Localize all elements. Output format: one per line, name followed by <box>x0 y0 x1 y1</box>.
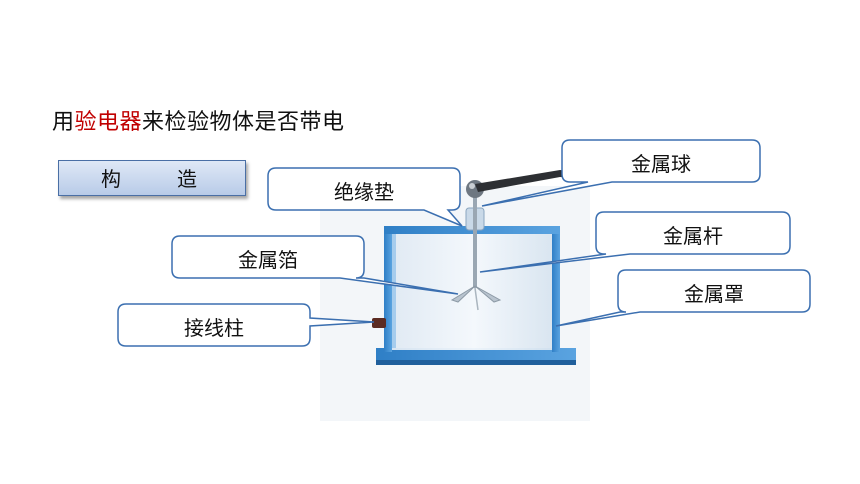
callout-rod <box>479 211 791 273</box>
electroscope-frame-left <box>384 230 392 352</box>
metal-foil-right <box>474 285 502 303</box>
section-heading: 构 造 <box>58 160 246 196</box>
title-highlight: 验电器 <box>74 110 143 135</box>
metal-foil-left <box>450 285 476 303</box>
label-insulating-pad: 绝缘垫 <box>334 180 394 204</box>
callout-foil <box>171 235 459 295</box>
label-metal-ball: 金属球 <box>631 152 691 176</box>
callout-terminal <box>117 303 375 347</box>
label-metal-foil: 金属箔 <box>238 248 298 272</box>
title-prefix: 用 <box>52 110 75 135</box>
section-label: 构 造 <box>101 167 215 191</box>
electroscope-base <box>376 348 576 362</box>
title-suffix: 来检验物体是否带电 <box>142 110 345 135</box>
label-terminal-post: 接线柱 <box>184 316 244 340</box>
callout-pad <box>267 167 463 227</box>
label-metal-cover: 金属罩 <box>684 282 744 306</box>
label-metal-rod: 金属杆 <box>663 224 723 248</box>
page-title: 用验电器来检验物体是否带电 <box>52 104 345 136</box>
terminal-post-shape <box>372 318 386 328</box>
electroscope-frame-right <box>552 230 560 352</box>
metal-rod-shape <box>473 196 477 288</box>
callout-ball <box>481 139 761 207</box>
callout-cover <box>555 269 811 327</box>
